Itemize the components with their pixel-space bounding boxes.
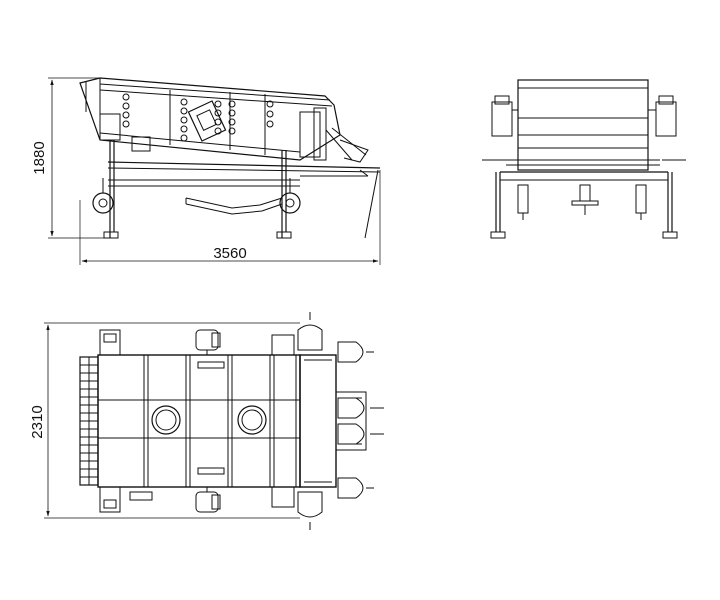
screen-deck — [97, 354, 301, 488]
support-legs — [103, 140, 379, 239]
feed-end-plate — [99, 113, 121, 141]
screen-body — [79, 77, 369, 163]
top-view — [44, 312, 384, 530]
inspection-ports — [151, 405, 267, 435]
side-view — [48, 77, 381, 265]
base-frame — [107, 161, 381, 187]
dimension-height-side — [48, 77, 110, 239]
dimension-label-width: 2310 — [29, 405, 46, 438]
adjuster-springs — [517, 184, 647, 220]
dimension-label-height: 1880 — [31, 141, 48, 174]
feed-grille — [79, 356, 99, 486]
end-view — [482, 79, 686, 239]
dimension-length-side — [79, 170, 381, 265]
dimension-width-top — [44, 322, 300, 519]
discharge-outlets — [297, 312, 384, 530]
discharge-section — [299, 354, 367, 488]
caster-wheels — [92, 178, 301, 214]
vibration-motor — [187, 100, 227, 142]
discharge-chute — [299, 107, 369, 163]
end-legs — [482, 159, 686, 239]
handle-bar — [185, 197, 283, 215]
dimension-label-length: 3560 — [213, 245, 246, 262]
side-motors — [491, 95, 677, 137]
inspection-window — [131, 136, 151, 152]
top-motors — [195, 329, 221, 513]
corner-brackets — [99, 329, 295, 513]
